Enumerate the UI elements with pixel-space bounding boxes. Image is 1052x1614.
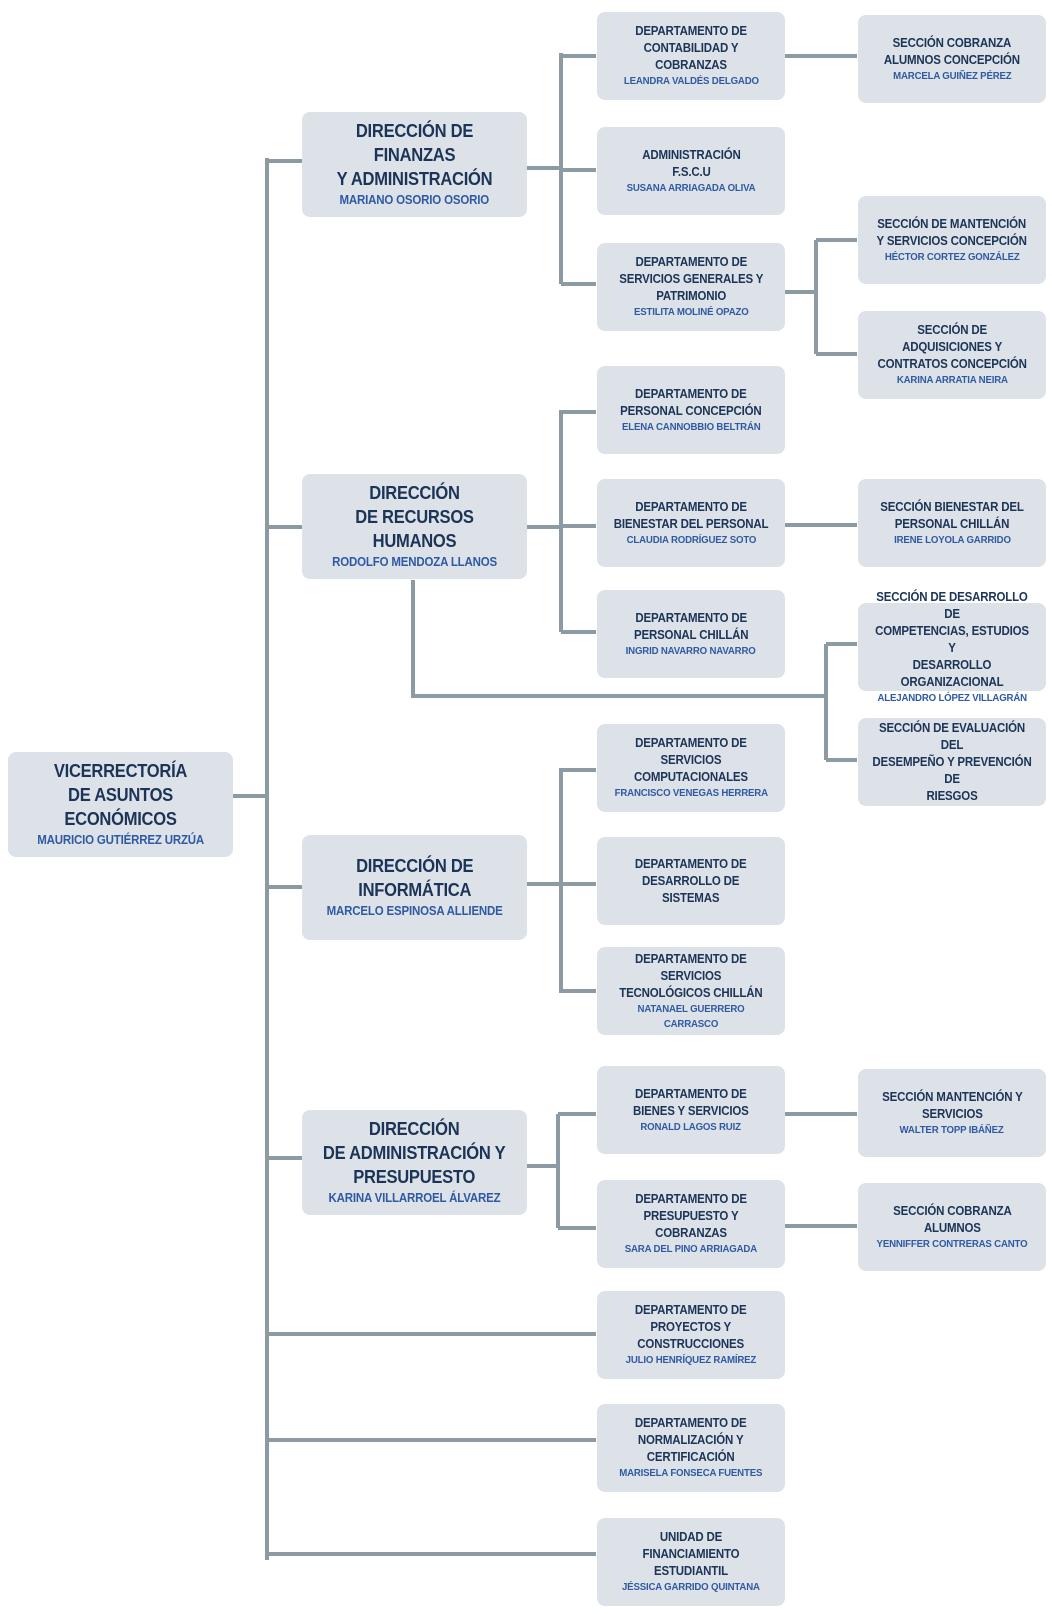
section-title: SECCIÓN COBRANZA ALUMNOS xyxy=(892,1203,1012,1235)
dept-name: NATANAEL GUERRERO CARRASCO xyxy=(637,1002,745,1030)
section-mantencion-servicios: SECCIÓN MANTENCIÓN Y SERVICIOS WALTER TO… xyxy=(858,1069,1046,1157)
direction-rrhh-name: RODOLFO MENDOZA LLANOS xyxy=(332,555,497,569)
dept-bienes-servicios: DEPARTAMENTO DE BIENES Y SERVICIOS RONAL… xyxy=(597,1066,785,1154)
dept-normalizacion: DEPARTAMENTO DE NORMALIZACIÓN Y CERTIFIC… xyxy=(597,1404,785,1492)
dept-name: FRANCISCO VENEGAS HERRERA xyxy=(614,787,768,799)
dept-title: DEPARTAMENTO DE PERSONAL CHILLÁN xyxy=(633,610,749,642)
section-cobranza-alumnos: SECCIÓN COBRANZA ALUMNOS YENNIFFER CONTR… xyxy=(858,1183,1046,1271)
direction-finanzas-title: DIRECCIÓN DE FINANZAS Y ADMINISTRACIÓN xyxy=(336,121,493,189)
dept-name: JÉSSICA GARRIDO QUINTANA xyxy=(622,1581,760,1593)
dept-desarrollo-sistemas: DEPARTAMENTO DE DESARROLLO DE SISTEMAS xyxy=(597,837,785,925)
dept-personal-concepcion: DEPARTAMENTO DE PERSONAL CONCEPCIÓN ELEN… xyxy=(597,366,785,454)
dept-name: INGRID NAVARRO NAVARRO xyxy=(626,644,756,657)
section-title: SECCIÓN COBRANZA ALUMNOS CONCEPCIÓN xyxy=(884,35,1020,67)
section-name: HÉCTOR CORTEZ GONZÁLEZ xyxy=(884,250,1020,263)
dept-name: SUSANA ARRIAGADA OLIVA xyxy=(626,181,756,194)
dept-name: RONALD LAGOS RUIZ xyxy=(640,1120,742,1133)
dept-name: ELENA CANNOBBIO BELTRÁN xyxy=(621,420,761,433)
section-name: ALEJANDRO LÓPEZ VILLAGRÁN xyxy=(877,691,1027,704)
dept-title: UNIDAD DE FINANCIAMIENTO ESTUDIANTIL xyxy=(642,1530,740,1578)
dept-contabilidad: DEPARTAMENTO DE CONTABILIDAD Y COBRANZAS… xyxy=(597,12,785,100)
dept-name: JULIO HENRÍQUEZ RAMÍREZ xyxy=(625,1354,757,1366)
section-title: SECCIÓN DE MANTENCIÓN Y SERVICIOS CONCEP… xyxy=(876,216,1028,248)
root-vicerrectoria: VICERRECTORÍA DE ASUNTOS ECONÓMICOS MAUR… xyxy=(8,752,233,857)
section-name: WALTER TOPP IBÁÑEZ xyxy=(899,1123,1005,1136)
direction-recursos-humanos: DIRECCIÓN DE RECURSOS HUMANOS RODOLFO ME… xyxy=(302,474,527,579)
dept-name: MARISELA FONSECA FUENTES xyxy=(619,1467,763,1479)
connector-servicios-generales-sections xyxy=(782,238,857,356)
dept-bienestar: DEPARTAMENTO DE BIENESTAR DEL PERSONAL C… xyxy=(597,479,785,567)
section-title: SECCIÓN DE ADQUISICIONES Y CONTRATOS CON… xyxy=(877,323,1027,371)
dept-servicios-tecnologicos: DEPARTAMENTO DE SERVICIOS TECNOLÓGICOS C… xyxy=(597,947,785,1035)
dept-title: DEPARTAMENTO DE SERVICIOS GENERALES Y PA… xyxy=(619,255,763,303)
section-mantencion-concepcion: SECCIÓN DE MANTENCIÓN Y SERVICIOS CONCEP… xyxy=(858,196,1046,284)
dept-title: DEPARTAMENTO DE PERSONAL CONCEPCIÓN xyxy=(620,386,762,418)
direction-adm-presupuesto-name: KARINA VILLARROEL ÁLVAREZ xyxy=(328,1191,501,1205)
section-name: MARCELA GUIÑEZ PÉREZ xyxy=(892,69,1012,82)
section-title: SECCIÓN MANTENCIÓN Y SERVICIOS xyxy=(881,1089,1023,1121)
dept-title: DEPARTAMENTO DE BIENESTAR DEL PERSONAL xyxy=(613,499,769,531)
direction-finanzas: DIRECCIÓN DE FINANZAS Y ADMINISTRACIÓN M… xyxy=(302,112,527,217)
section-name: YENNIFFER CONTRERAS CANTO xyxy=(876,1237,1028,1250)
section-cobranza-concepcion: SECCIÓN COBRANZA ALUMNOS CONCEPCIÓN MARC… xyxy=(858,15,1046,103)
dept-title: DEPARTAMENTO DE PROYECTOS Y CONSTRUCCION… xyxy=(635,1303,747,1351)
section-name: IRENE LOYOLA GARRIDO xyxy=(893,533,1011,546)
direction-informatica: DIRECCIÓN DE INFORMÁTICA MARCELO ESPINOS… xyxy=(302,835,527,940)
connector-rrhh xyxy=(526,410,596,634)
connector-finanzas xyxy=(526,53,596,286)
root-name: MAURICIO GUTIÉRREZ URZÚA xyxy=(37,833,204,847)
dept-name: ESTILITA MOLINÉ OPAZO xyxy=(633,306,749,318)
direction-informatica-title: DIRECCIÓN DE INFORMÁTICA xyxy=(355,856,474,900)
dept-title: DEPARTAMENTO DE SERVICIOS TECNOLÓGICOS C… xyxy=(619,951,763,1000)
dept-title: DEPARTAMENTO DE NORMALIZACIÓN Y CERTIFIC… xyxy=(635,1416,747,1464)
root-title: VICERRECTORÍA DE ASUNTOS ECONÓMICOS xyxy=(53,761,188,829)
dept-title: ADMINISTRACIÓN F.S.C.U xyxy=(641,147,741,179)
section-adquisiciones: SECCIÓN DE ADQUISICIONES Y CONTRATOS CON… xyxy=(858,311,1046,399)
dept-proyectos: DEPARTAMENTO DE PROYECTOS Y CONSTRUCCION… xyxy=(597,1291,785,1379)
connector-adm-presupuesto xyxy=(526,1112,596,1230)
section-evaluacion-desempeno: SECCIÓN DE EVALUACIÓN DEL DESEMPEÑO Y PR… xyxy=(858,718,1046,806)
connector-root-trunk xyxy=(226,158,269,1560)
dept-servicios-generales: DEPARTAMENTO DE SERVICIOS GENERALES Y PA… xyxy=(597,243,785,331)
dept-presupuesto-cobranzas: DEPARTAMENTO DE PRESUPUESTO Y COBRANZAS … xyxy=(597,1180,785,1268)
dept-name: LEANDRA VALDÉS DELGADO xyxy=(623,75,759,87)
dept-name: CLAUDIA RODRÍGUEZ SOTO xyxy=(626,533,756,546)
dept-name: SARA DEL PINO ARRIAGADA xyxy=(624,1243,758,1255)
dept-servicios-computacionales: DEPARTAMENTO DE SERVICIOS COMPUTACIONALE… xyxy=(597,724,785,812)
section-title: SECCIÓN DE EVALUACIÓN DEL DESEMPEÑO Y PR… xyxy=(872,720,1032,803)
dept-personal-chillan: DEPARTAMENTO DE PERSONAL CHILLÁN INGRID … xyxy=(597,590,785,678)
dept-title: DEPARTAMENTO DE SERVICIOS COMPUTACIONALE… xyxy=(634,736,748,784)
dept-title: DEPARTAMENTO DE DESARROLLO DE SISTEMAS xyxy=(635,856,747,905)
direction-adm-presupuesto-title: DIRECCIÓN DE ADMINISTRACIÓN Y PRESUPUEST… xyxy=(323,1119,506,1187)
section-desarrollo-competencias: SECCIÓN DE DESARROLLO DE COMPETENCIAS, E… xyxy=(858,590,1046,704)
direction-adm-presupuesto: DIRECCIÓN DE ADMINISTRACIÓN Y PRESUPUEST… xyxy=(302,1110,527,1215)
section-name: KARINA ARRATIA NEIRA xyxy=(896,374,1008,386)
dept-title: DEPARTAMENTO DE BIENES Y SERVICIOS xyxy=(633,1086,749,1118)
section-title: SECCIÓN DE DESARROLLO DE COMPETENCIAS, E… xyxy=(875,589,1029,689)
direction-informatica-name: MARCELO ESPINOSA ALLIENDE xyxy=(326,904,503,918)
dept-unidad-financiamiento: UNIDAD DE FINANCIAMIENTO ESTUDIANTIL JÉS… xyxy=(597,1518,785,1606)
dept-title: DEPARTAMENTO DE CONTABILIDAD Y COBRANZAS xyxy=(635,24,747,72)
dept-title: DEPARTAMENTO DE PRESUPUESTO Y COBRANZAS xyxy=(635,1192,747,1240)
section-bienestar-chillan: SECCIÓN BIENESTAR DEL PERSONAL CHILLÁN I… xyxy=(858,479,1046,567)
direction-finanzas-name: MARIANO OSORIO OSORIO xyxy=(339,193,490,207)
dept-administracion-fscu: ADMINISTRACIÓN F.S.C.U SUSANA ARRIAGADA … xyxy=(597,127,785,215)
direction-rrhh-title: DIRECCIÓN DE RECURSOS HUMANOS xyxy=(355,483,474,551)
section-title: SECCIÓN BIENESTAR DEL PERSONAL CHILLÁN xyxy=(880,499,1024,531)
connector-informatica xyxy=(526,768,596,993)
